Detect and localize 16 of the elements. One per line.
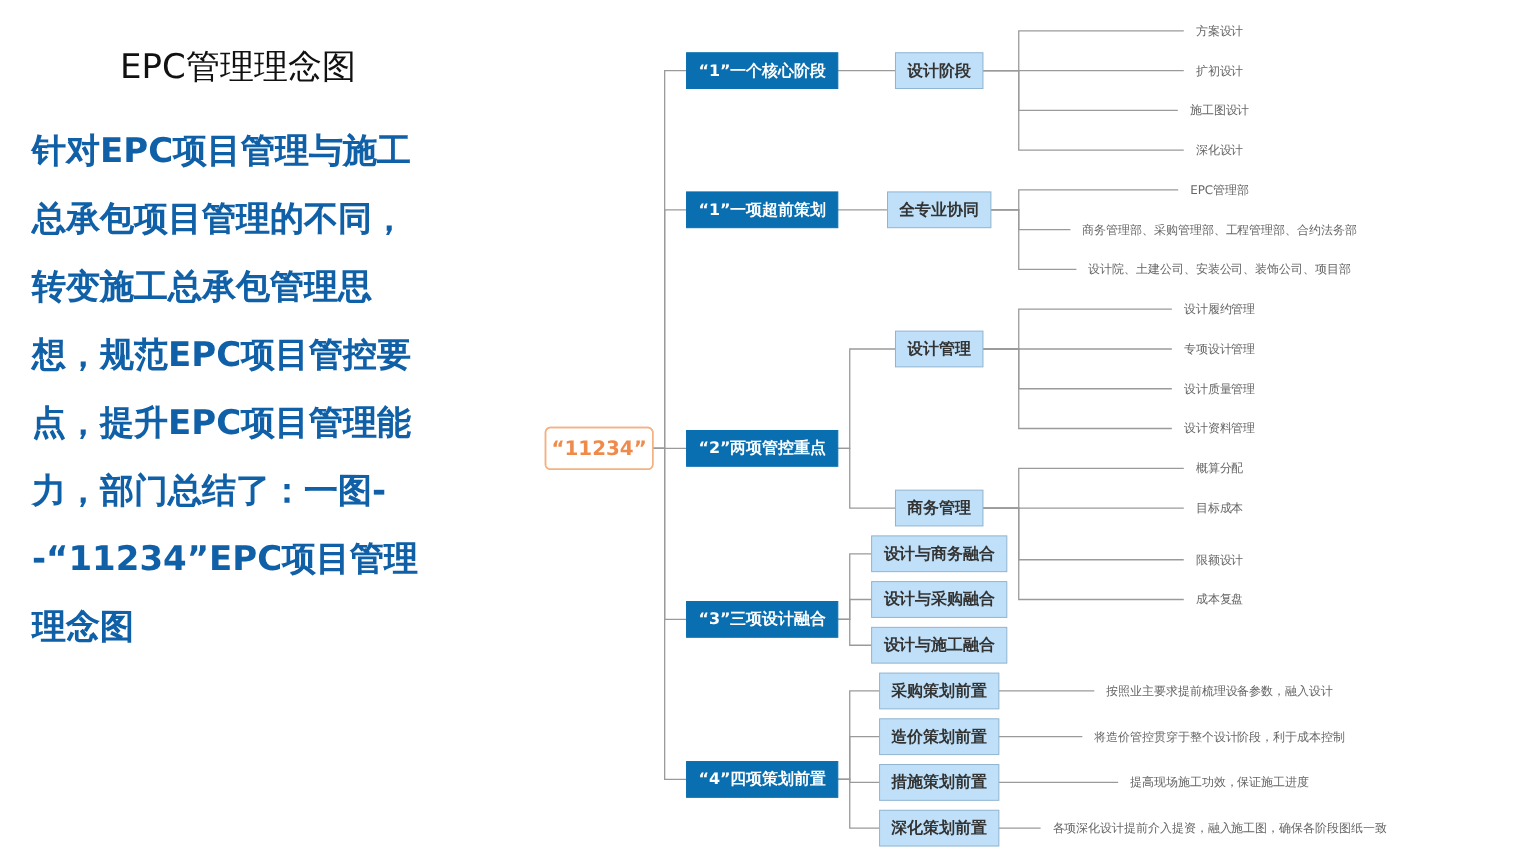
connector (837, 778, 881, 829)
connector (998, 781, 1119, 784)
connector (837, 447, 897, 509)
connector (998, 690, 1095, 692)
title: EPC管理理念图 (120, 46, 356, 90)
connector (990, 209, 1078, 271)
connector (982, 70, 1185, 151)
connector (652, 447, 688, 781)
connector (982, 507, 1185, 601)
connector (982, 348, 1173, 430)
description-text: 针对EPC项目管理与施工总承包项目管理的不同，转变施工总承包管理思想，规范EPC项目管控要点，提升EPC项目管理能力，部门总结了：一图--“11234”EPC项目管理理念图 (32, 130, 421, 652)
connector (998, 827, 1042, 829)
connector (837, 70, 897, 72)
connector (998, 736, 1083, 738)
connector (837, 618, 873, 646)
connector (837, 209, 889, 211)
